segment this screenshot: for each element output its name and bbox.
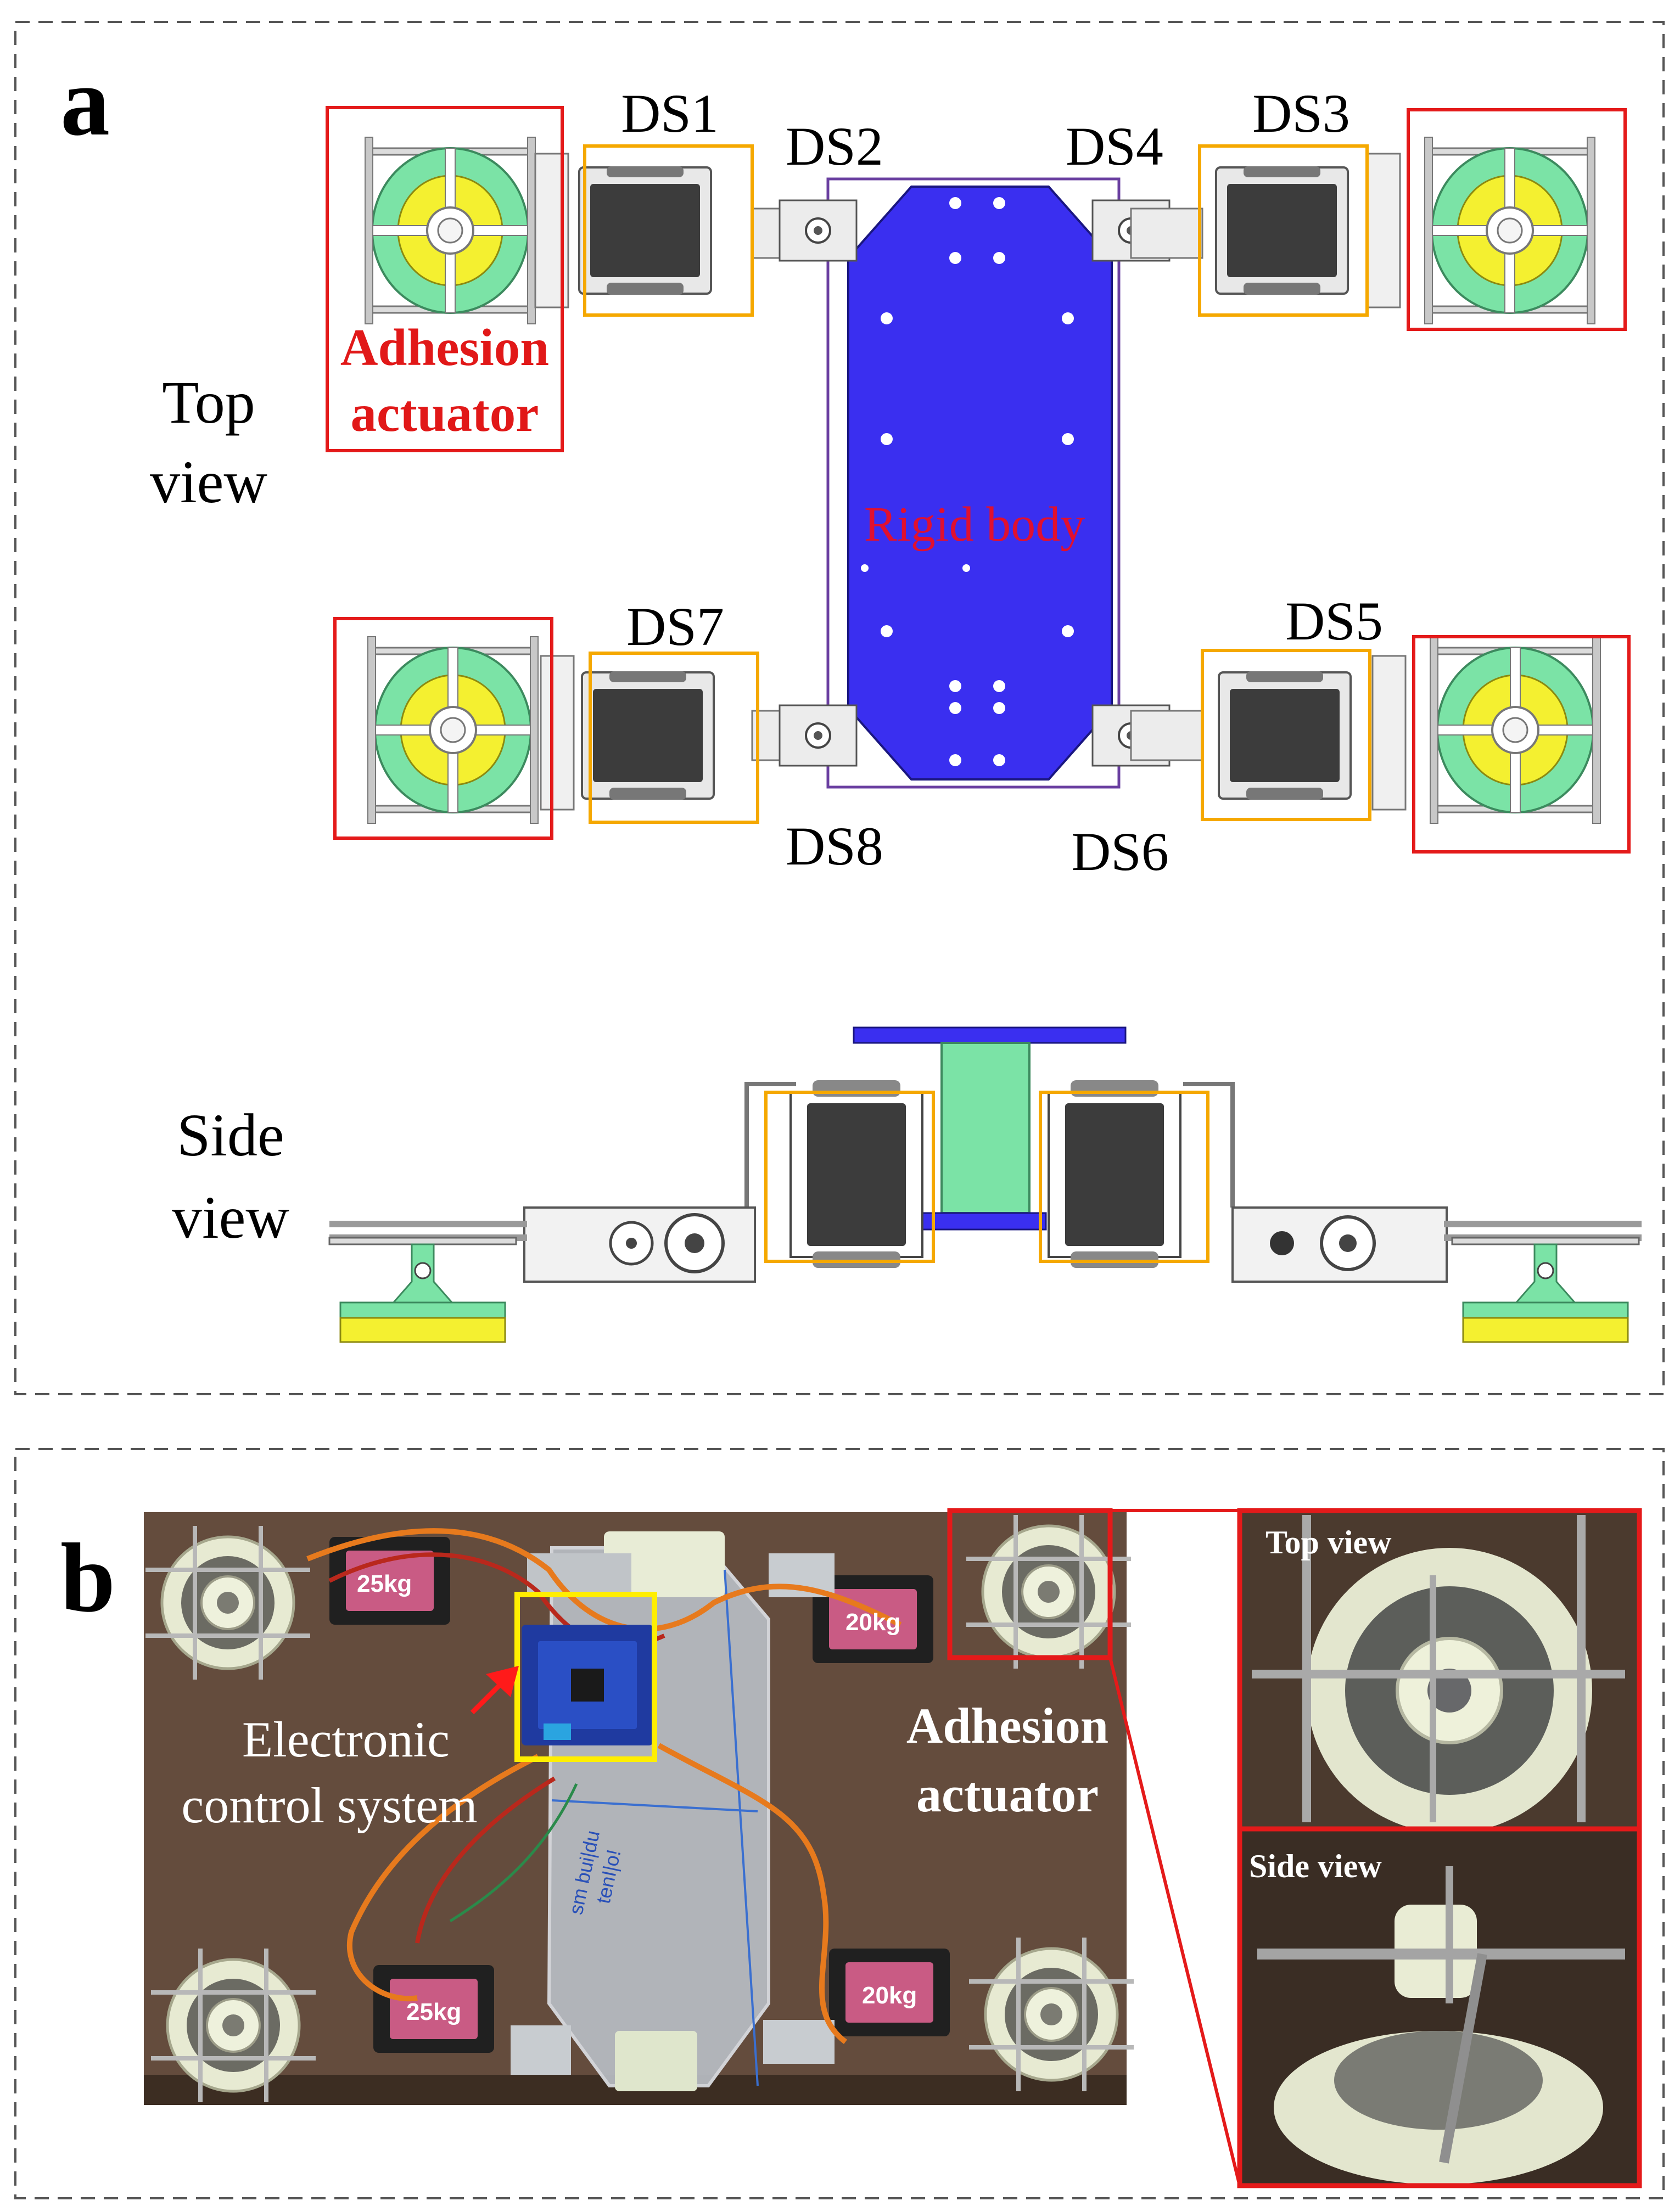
adhesion-label-1: Adhesion [340,318,549,377]
label-ds7: DS7 [626,596,724,657]
adhesion-box-bottom-right [1412,635,1631,854]
rigid-body-box [826,177,1121,789]
servo-box-ds3 [1198,144,1369,317]
inset-side-frame [1237,1826,1642,2188]
adhesion-photo-box [947,1508,1113,1660]
side-view-label-2: view [172,1184,289,1251]
leg-bottom-left [367,636,858,824]
inset-top-photo [1240,1511,1639,1833]
sticker-2: 20kg [845,1609,900,1636]
servo-box-side-left [764,1091,935,1263]
leg-top-left [364,136,858,325]
electronic-label-1: Electronic [242,1711,450,1767]
label-ds5: DS5 [1285,591,1383,652]
inset-side-photo [1240,1829,1639,2186]
label-ds3: DS3 [1252,83,1350,144]
adhesion-box-top-left [326,106,564,452]
label-ds4: DS4 [1066,116,1163,177]
robot-photo: sm bui|du tenI|o! 25kg 20kg 25kg 20kg [144,1512,1134,2105]
label-ds2: DS2 [786,116,883,177]
servo-box-ds7 [589,652,759,824]
inset-side-label: Side view [1249,1848,1382,1884]
top-view-label-2: view [150,448,267,515]
panel-a-letter: a [60,47,110,156]
label-ds6: DS6 [1071,821,1169,882]
sticker-1: 25kg [357,1570,412,1597]
leg-bottom-right [1091,636,1601,824]
photo-adhesion-label-2: actuator [916,1766,1099,1822]
servo-box-ds5 [1201,649,1371,821]
adhesion-box-bottom-left [333,617,553,840]
sticker-3: 25kg [406,1998,461,2025]
leg-top-right [1091,136,1596,325]
adhesion-label-2: actuator [351,384,539,442]
panel-b-letter: b [60,1523,115,1632]
label-ds8: DS8 [786,816,883,877]
electronic-label-2: control system [181,1777,477,1833]
side-view-robot [328,1026,1642,1343]
sticker-4: 20kg [862,1982,917,2009]
control-arrow-head [486,1666,519,1697]
servo-box-side-right [1039,1091,1209,1263]
label-ds1: DS1 [621,83,719,144]
side-view-label-1: Side [177,1102,284,1169]
adhesion-box-top-right [1407,108,1627,331]
panel-a-frame [14,21,1665,1395]
zoom-line-bottom [1108,1657,1241,2186]
inset-top-label: Top view [1265,1524,1392,1560]
control-system-box [514,1592,657,1762]
servo-box-ds1 [583,144,754,317]
photo-adhesion-label-1: Adhesion [906,1698,1108,1754]
top-view-label-1: Top [162,369,255,436]
rigid-body [847,186,1113,781]
rigid-body-label: Rigid body [864,497,1085,552]
